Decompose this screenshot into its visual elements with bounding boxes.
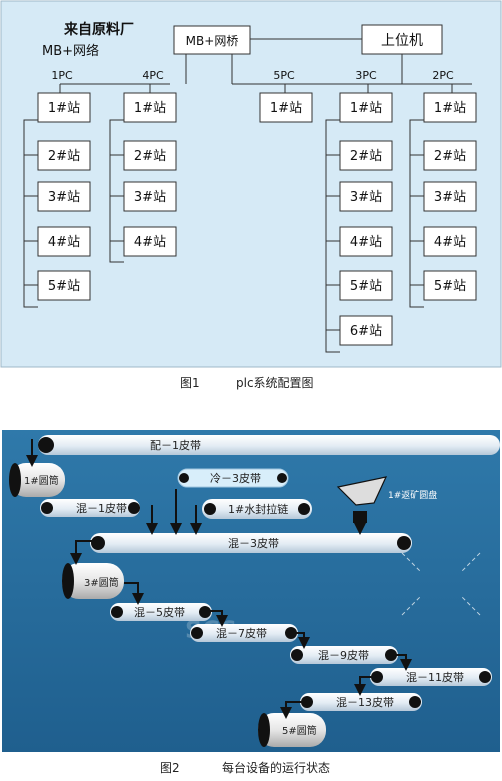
station-label: 3#站 [434, 190, 466, 205]
host-box: 上位机 [361, 24, 443, 55]
network-label: MB+网络 [42, 43, 99, 59]
belt-shuifeng-label: 1#水封拉链 [228, 502, 288, 516]
fig2-caption-number: 图2 [160, 761, 180, 775]
drum-1: 1#圆筒 [9, 463, 65, 497]
station-box: 3#站 [37, 181, 91, 212]
fig2-caption-text: 每台设备的运行状态 [222, 761, 331, 775]
pc-label-1: 1PC [51, 69, 73, 82]
hopper-label: 1#返矿圆盘 [388, 489, 437, 501]
fig1-caption-number: 图1 [180, 376, 200, 390]
belt-hun13-label: 混－13皮带 [336, 696, 394, 709]
station-label: 2#站 [350, 149, 382, 164]
drum-3: 3#圆筒 [62, 563, 124, 599]
station-box: 1#站 [123, 92, 177, 123]
station-label: 4#站 [350, 235, 382, 250]
station-label: 1#站 [270, 101, 302, 116]
pc-label-2: 2PC [432, 69, 454, 82]
fig1-caption-text: plc系统配置图 [236, 376, 314, 390]
belt-hun1-label: 混－1皮带 [76, 502, 127, 515]
belt-pei1-label: 配－1皮带 [150, 439, 201, 452]
station-box: 2#站 [37, 140, 91, 171]
station-label: 3#站 [350, 190, 382, 205]
station-label: 1#站 [434, 101, 466, 116]
station-box: 4#站 [339, 226, 393, 257]
pc-label-5: 5PC [273, 69, 295, 82]
station-box: 1#站 [339, 92, 393, 123]
station-box: 3#站 [123, 181, 177, 212]
belt-hun9: 混－9皮带 [290, 646, 398, 664]
belt-hun7: 混－7皮带 [190, 624, 298, 642]
bridge-box: MB+网桥 [173, 25, 251, 55]
pc-label-3: 3PC [355, 69, 377, 82]
station-label: 5#站 [434, 279, 466, 294]
station-label: 4#站 [48, 235, 80, 250]
belt-hun7-label: 混－7皮带 [216, 627, 267, 640]
station-box: 6#站 [339, 315, 393, 346]
station-label: 2#站 [434, 149, 466, 164]
station-label: 5#站 [350, 279, 382, 294]
station-label: 1#站 [48, 101, 80, 116]
station-box: 2#站 [339, 140, 393, 171]
drum-5: 5#圆筒 [258, 713, 326, 747]
station-box: 1#站 [423, 92, 477, 123]
station-label: 2#站 [48, 149, 80, 164]
station-boxes: 1#站 2#站 3#站 4#站 5#站 1#站 2#站 3#站 4#站 1#站 1#站 2#站 3#站 4… [37, 92, 477, 346]
station-box: 4#站 [37, 226, 91, 257]
drum-5-label: 5#圆筒 [282, 724, 317, 737]
drum-3-label: 3#圆筒 [84, 576, 119, 589]
belt-shuifeng: 1#水封拉链 [202, 499, 312, 519]
host-label: 上位机 [381, 33, 423, 49]
station-label: 4#站 [134, 235, 166, 250]
station-box: 5#站 [37, 270, 91, 301]
belt-leng3-label: 冷－3皮带 [210, 472, 261, 485]
hopper: 1#返矿圆盘 [336, 476, 437, 523]
belt-hun13: 混－13皮带 [300, 693, 422, 711]
station-box: 4#站 [423, 226, 477, 257]
belt-hun5-label: 混－5皮带 [134, 606, 185, 619]
belt-hun3: 混－3皮带 [90, 533, 412, 553]
equipment-status-diagram: SC6.cn 配－1皮带 1#圆筒 冷－3皮带 1#返矿圆盘 混－1皮带 [2, 430, 500, 752]
belt-pei1: 配－1皮带 [38, 435, 500, 455]
belt-hun11-label: 混－11皮带 [406, 671, 464, 684]
station-box: 2#站 [123, 140, 177, 171]
station-box: 3#站 [339, 181, 393, 212]
station-box: 1#站 [37, 92, 91, 123]
station-label: 6#站 [350, 324, 382, 339]
station-box: 2#站 [423, 140, 477, 171]
station-box: 5#站 [423, 270, 477, 301]
belt-hun3-label: 混－3皮带 [228, 537, 279, 550]
drum-1-label: 1#圆筒 [24, 474, 59, 487]
flow-arrows [26, 439, 412, 719]
bridge-label: MB+网桥 [186, 34, 239, 48]
belt-hun1: 混－1皮带 [40, 499, 140, 517]
belt-hun11: 混－11皮带 [370, 668, 492, 686]
belt-hun9-label: 混－9皮带 [318, 649, 369, 662]
station-box: 1#站 [259, 92, 313, 123]
plc-config-diagram: 来自原料厂 MB+网络 MB+网桥 上位机 1PC 4PC 5PC 3PC 2P… [0, 0, 502, 368]
station-box: 5#站 [339, 270, 393, 301]
pc-label-4: 4PC [142, 69, 164, 82]
station-label: 3#站 [48, 190, 80, 205]
station-label: 3#站 [134, 190, 166, 205]
station-label: 1#站 [350, 101, 382, 116]
station-box: 3#站 [423, 181, 477, 212]
station-box: 4#站 [123, 226, 177, 257]
station-label: 4#站 [434, 235, 466, 250]
decor-lines [401, 552, 481, 616]
station-label: 1#站 [134, 101, 166, 116]
source-label: 来自原料厂 [63, 21, 134, 38]
belt-leng3: 冷－3皮带 [177, 468, 289, 488]
station-label: 5#站 [48, 279, 80, 294]
belt-hun5: 混－5皮带 [110, 603, 212, 621]
station-label: 2#站 [134, 149, 166, 164]
